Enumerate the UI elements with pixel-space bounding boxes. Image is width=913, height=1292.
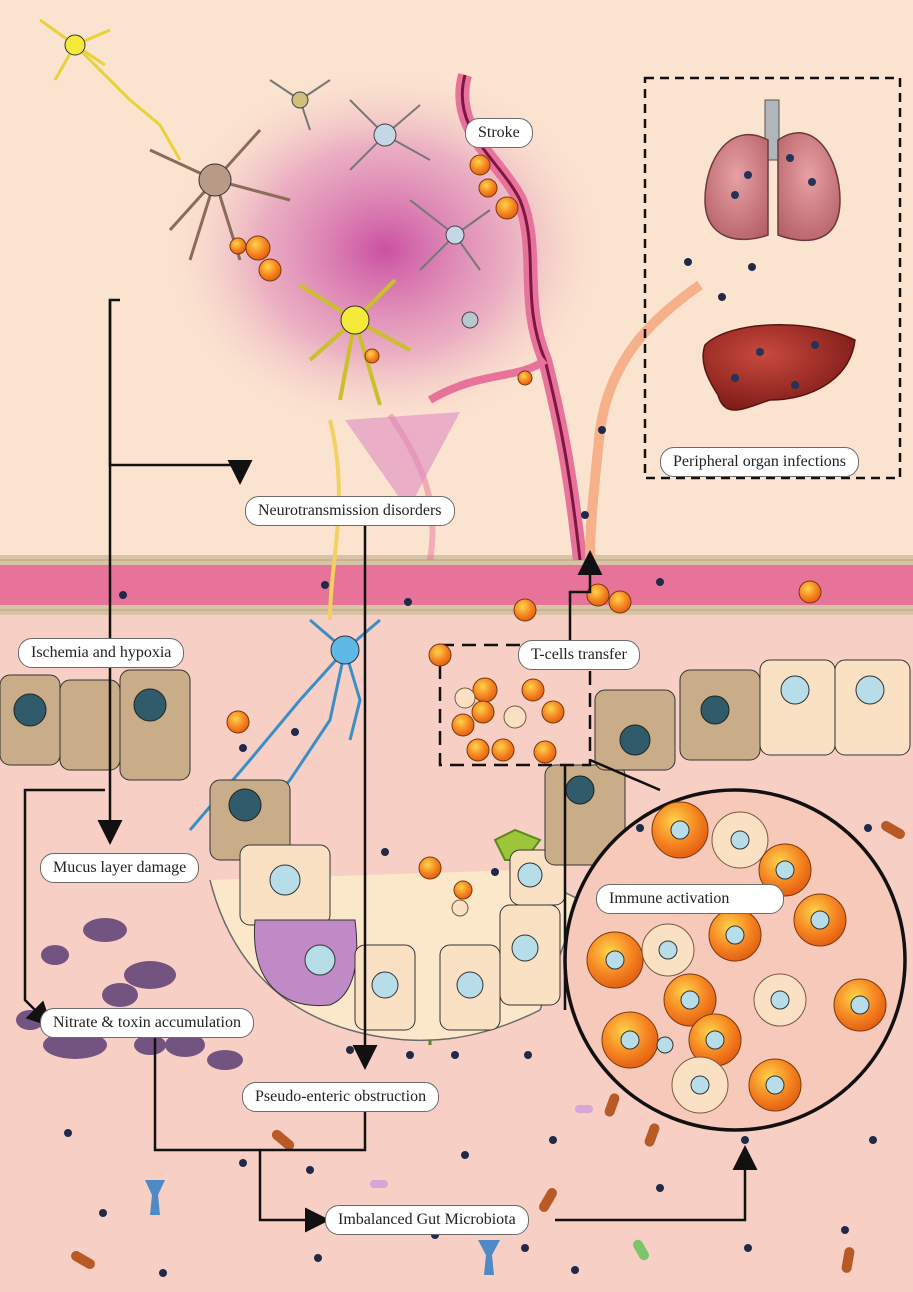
- peripheral-organ-box: [643, 76, 902, 480]
- bacteria: [64, 258, 877, 1277]
- nitrate-toxin-accumulation-label: Nitrate & toxin accumulation: [40, 1008, 254, 1038]
- neuron-projection-cone: [345, 412, 460, 510]
- flow-arrows: [23, 298, 758, 1233]
- neurotransmission-disorders-label: Neurotransmission disorders: [245, 496, 455, 526]
- gut-epithelium: [0, 659, 911, 1042]
- lungs-icon: [704, 99, 841, 242]
- pseudo-enteric-obstruction-label: Pseudo-enteric obstruction: [242, 1082, 440, 1112]
- blue-neuron-gut: [188, 618, 381, 851]
- t-cells: [226, 580, 822, 917]
- stroke-label: Stroke: [465, 118, 533, 148]
- yellow-neuron-top: [39, 18, 182, 161]
- activated-immune-cells: [586, 801, 887, 1114]
- brain-immune-cells: [229, 154, 533, 386]
- ischemia-hypoxia-label: Ischemia and hypoxia: [18, 638, 185, 668]
- immune-activation-label: Immune activation: [596, 884, 784, 914]
- blood-vessel-band: [0, 555, 913, 615]
- brown-neuron: [149, 128, 291, 261]
- imbalanced-gut-microbiota-label: Imbalanced Gut Microbiota: [325, 1205, 529, 1235]
- yellow-neuron-center: [298, 278, 411, 406]
- t-cells-transfer-label: T-cells transfer: [518, 640, 640, 670]
- peripheral-organ-infections-label: Peripheral organ infections: [660, 447, 859, 477]
- blue-microorganisms: [145, 1180, 500, 1275]
- liver-icon: [702, 324, 856, 411]
- stroke-lesion-glow: [155, 60, 615, 440]
- rod-bacteria: [71, 821, 905, 1273]
- mucus-layer-damage-label: Mucus layer damage: [40, 853, 200, 883]
- t-cell-box: [438, 643, 592, 767]
